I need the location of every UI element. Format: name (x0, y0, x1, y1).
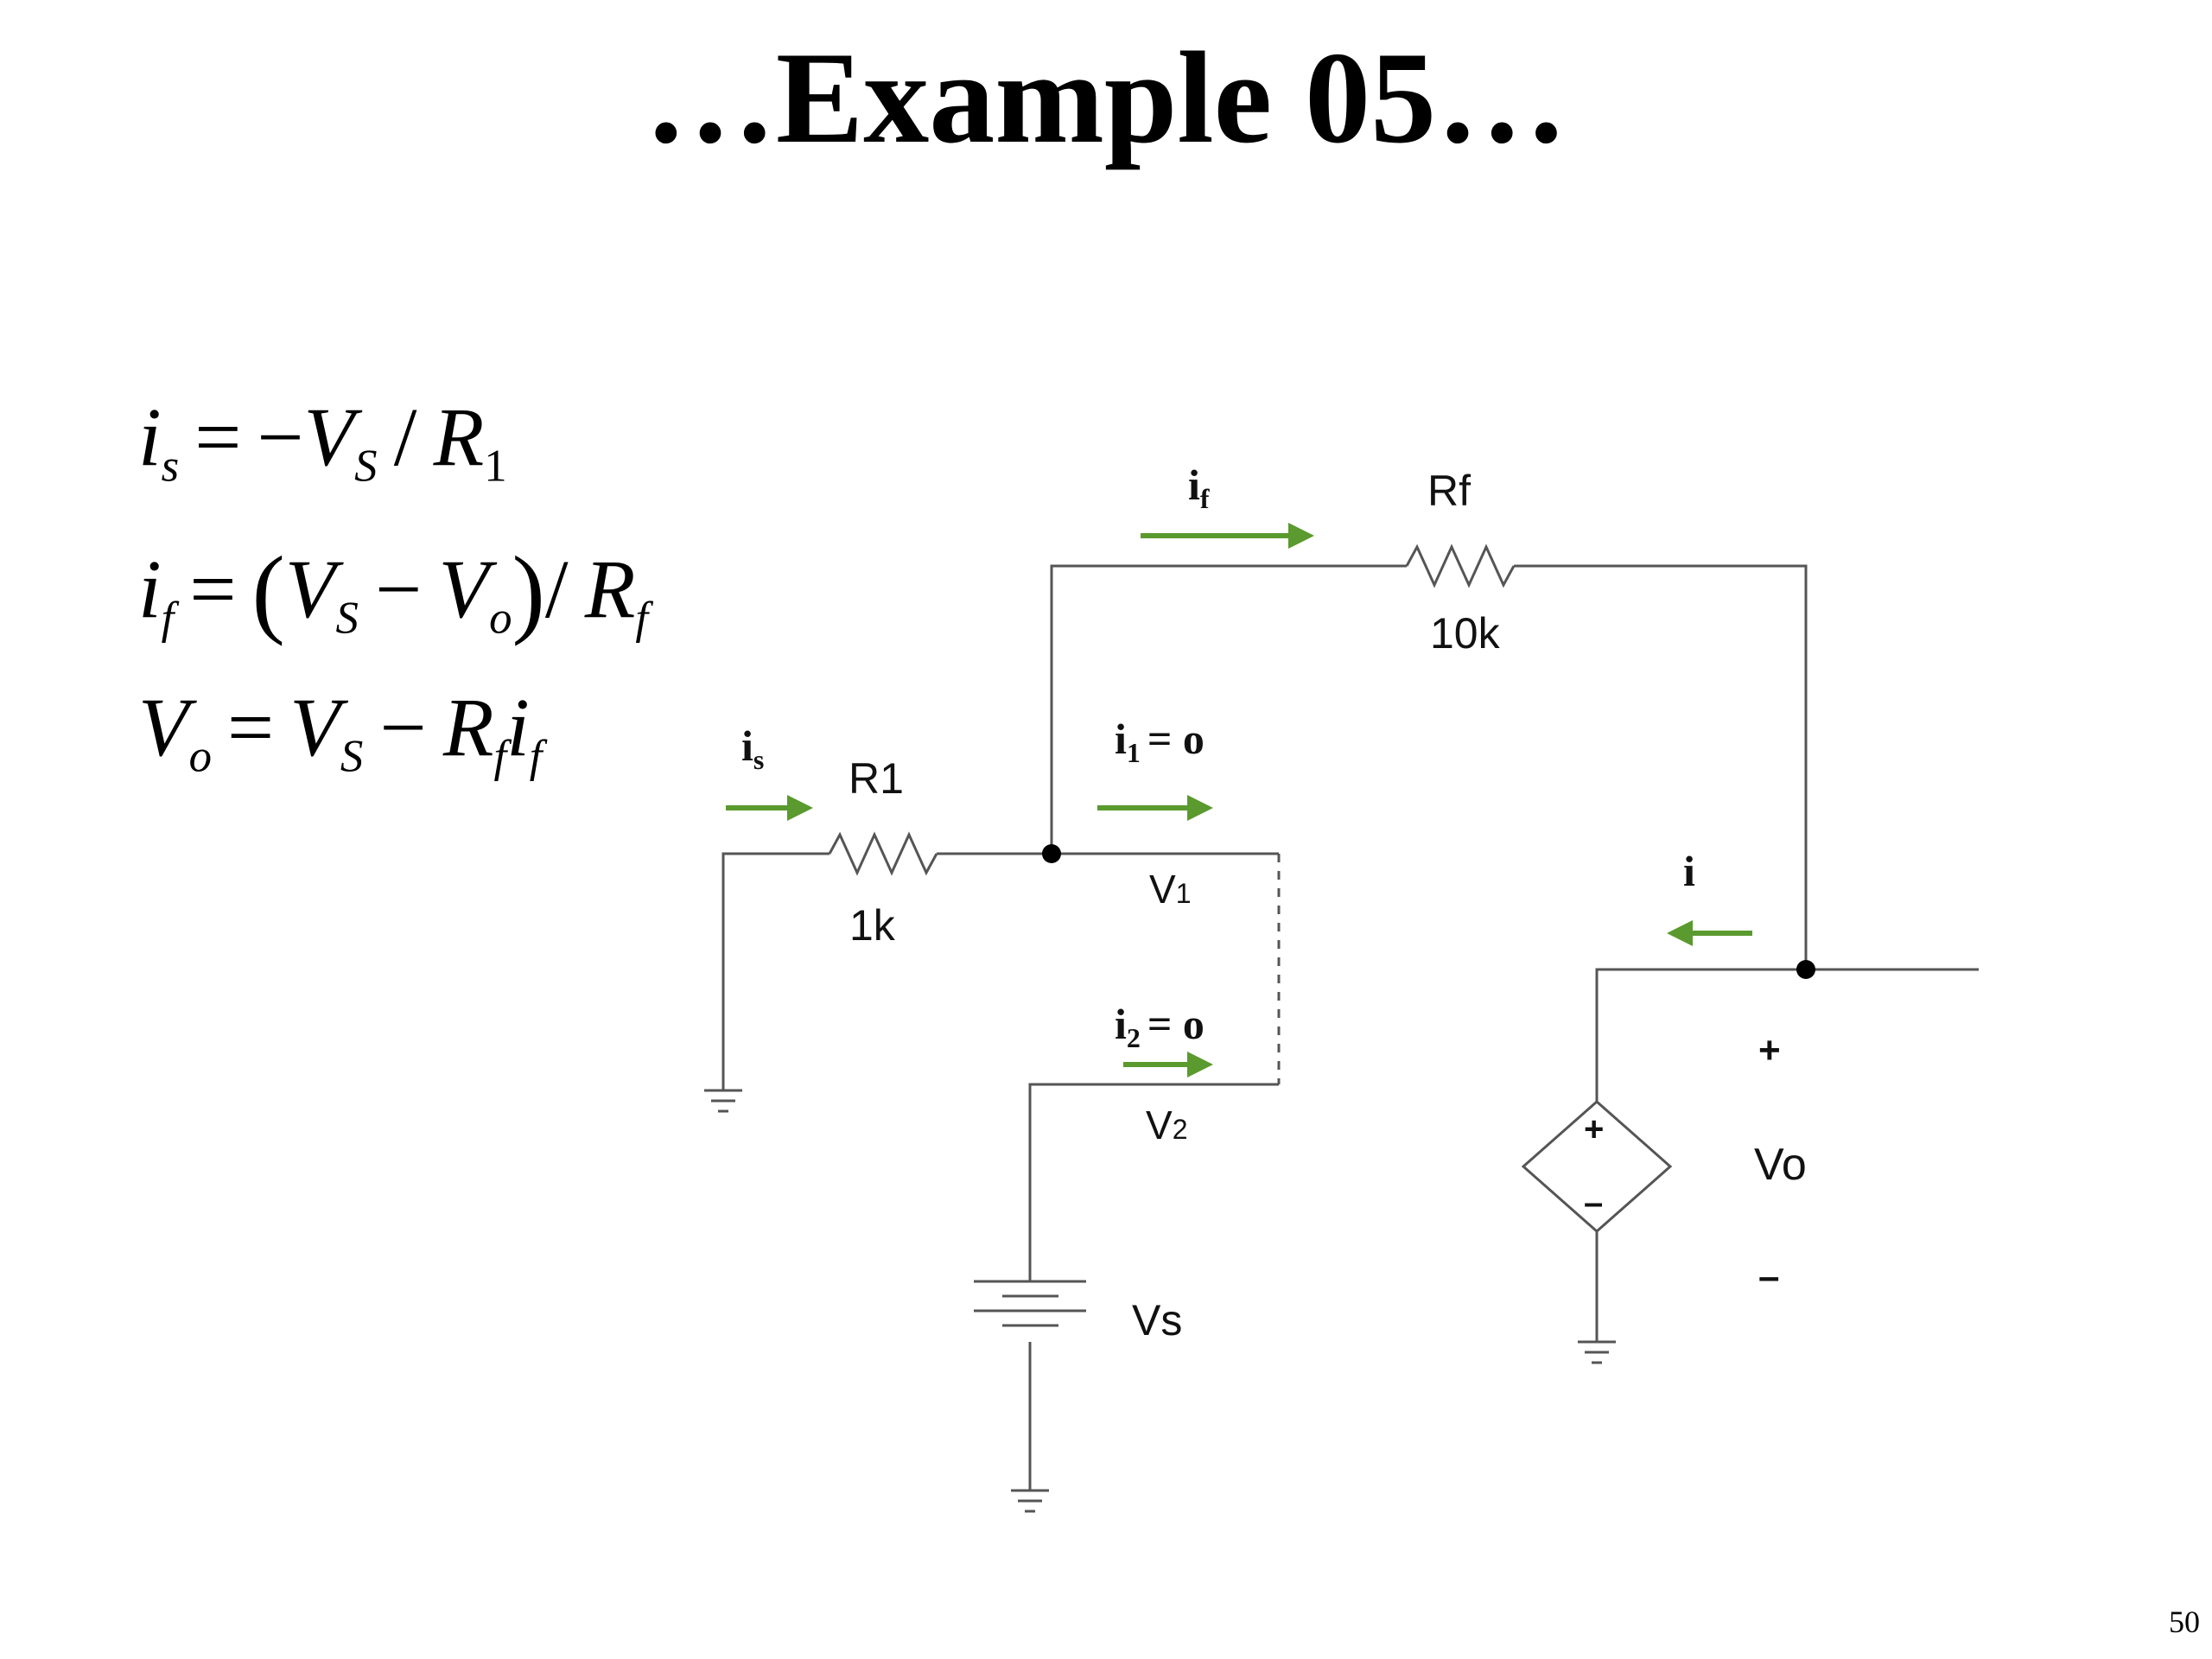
r1-value-label: 1k (849, 901, 896, 950)
eq-if-lhs-sub: f (161, 593, 175, 644)
dependent-source-minus: – (1584, 1184, 1603, 1222)
wire-node-to-rf (1050, 564, 1407, 854)
equation-vo: Vo=VS − Rfif (138, 681, 543, 782)
eq-if-lhs: i (138, 542, 162, 635)
v2-label: V2 (1146, 1103, 1187, 1147)
i2-label: i2= o (1115, 1000, 1205, 1053)
eq-is-lhs-sub: s (161, 441, 180, 492)
eq-vo-rhs: VS − Rfif (289, 681, 543, 782)
v1-label: V1 (1149, 867, 1191, 912)
eq-is-rhs: −VS / R1 (257, 391, 507, 492)
if-label: if (1188, 461, 1210, 514)
equation-block: is=−VS / R1 if=(VS − Vo)/ Rf Vo=VS − Rfi… (138, 389, 648, 824)
battery-vs (974, 1280, 1086, 1327)
equation-if: if=(VS − Vo)/ Rf (138, 536, 649, 646)
dependent-source-plus: + (1584, 1110, 1604, 1148)
i-output-label: i (1683, 847, 1695, 895)
resistor-rf (1405, 543, 1516, 588)
page-number: 50 (2169, 1605, 2200, 1639)
eq-if-rhs: (VS − Vo)/ Rf (251, 536, 649, 646)
rf-value-label: 10k (1430, 609, 1501, 658)
wire-rf-to-output (1514, 564, 1808, 969)
is-label: is (741, 721, 764, 775)
slide-title: …Example 05… (644, 25, 1568, 170)
vs-label: Vs (1132, 1296, 1182, 1344)
ground-icon (704, 1089, 742, 1113)
eq-is-lhs: i (138, 391, 162, 483)
wire-v2-to-battery (1028, 1083, 1279, 1281)
resistor-r1 (828, 831, 938, 876)
wire-ground-to-r1 (721, 852, 830, 1090)
junction-node-output (1796, 960, 1815, 979)
equation-is: is=−VS / R1 (138, 391, 507, 492)
junction-node-v1 (1042, 844, 1061, 863)
vo-plus-label: + (1758, 1029, 1781, 1071)
eq-vo-lhs: V (138, 681, 189, 773)
rf-name-label: Rf (1427, 467, 1471, 515)
r1-name-label: R1 (849, 754, 904, 803)
vo-label: Vo (1754, 1140, 1807, 1190)
eq-vo-lhs-sub: o (188, 731, 213, 782)
ground-icon (1578, 1340, 1616, 1364)
wire-output-to-source (1595, 968, 1806, 1102)
vo-minus-label: – (1758, 1255, 1779, 1298)
i1-label: i1= o (1115, 715, 1205, 768)
ground-icon (1011, 1489, 1049, 1513)
